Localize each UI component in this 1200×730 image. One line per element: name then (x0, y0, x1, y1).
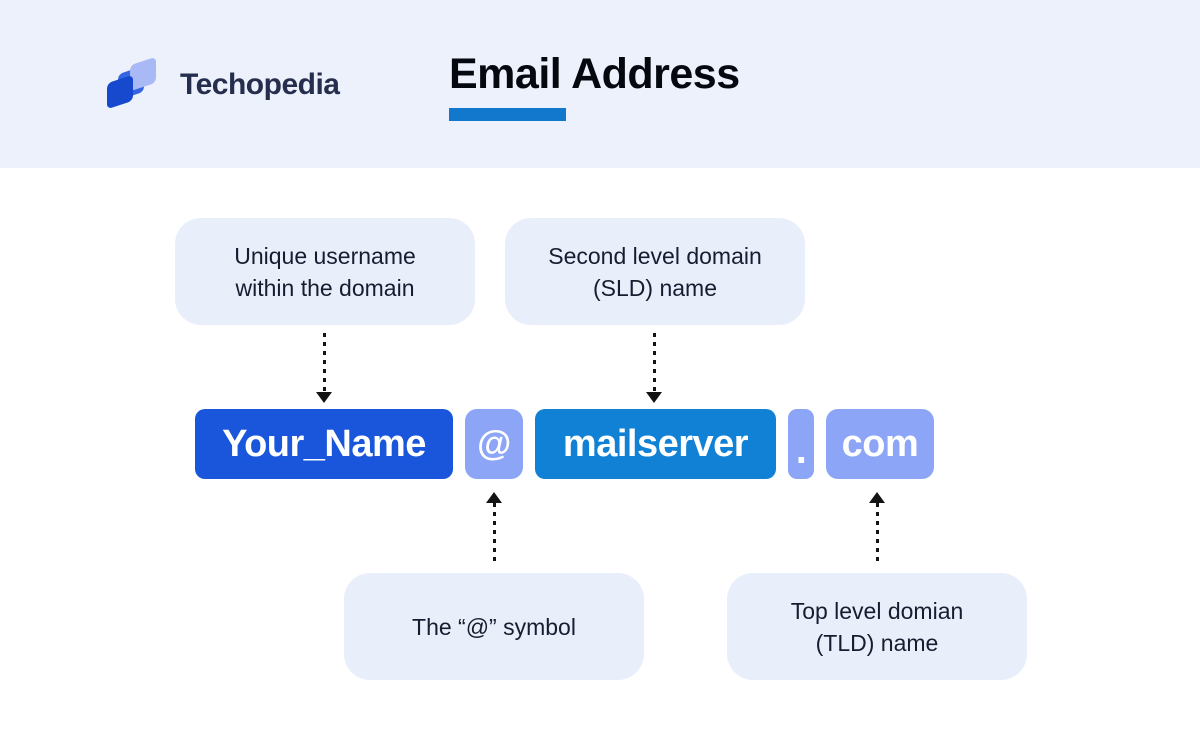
arrowhead-down-icon (646, 392, 662, 403)
segment-mailserver: mailserver (535, 409, 776, 479)
segment-at-symbol: @ (465, 409, 523, 479)
page-title: Email Address (449, 50, 740, 98)
arrow-up-to-at-symbol (486, 492, 502, 562)
title-block: Email Address (449, 50, 740, 121)
brand-logo: Techopedia (106, 56, 340, 114)
segment-tld: com (826, 409, 934, 479)
segment-dot: . (788, 409, 814, 479)
dotted-line (875, 503, 879, 562)
logo-layer-light (130, 56, 156, 92)
arrow-down-to-username (316, 333, 332, 403)
callout-top-level-domain: Top level domian (TLD) name (727, 573, 1027, 680)
title-underline (449, 108, 566, 121)
dot-glyph: . (795, 427, 807, 472)
arrow-down-to-mailserver (646, 333, 662, 403)
brand-name: Techopedia (180, 68, 340, 101)
callout-at-symbol: The “@” symbol (344, 573, 644, 680)
arrowhead-up-icon (869, 492, 885, 503)
callout-unique-username: Unique username within the domain (175, 218, 475, 325)
email-address-row: Your_Name @ mailserver . com (195, 409, 934, 479)
segment-username: Your_Name (195, 409, 453, 479)
arrowhead-down-icon (316, 392, 332, 403)
arrowhead-up-icon (486, 492, 502, 503)
arrow-up-to-com (869, 492, 885, 562)
techopedia-layers-icon (106, 56, 164, 114)
dotted-line (652, 333, 656, 392)
logo-layer-dark (107, 74, 133, 110)
dotted-line (322, 333, 326, 392)
header-band: Techopedia Email Address (0, 0, 1200, 168)
dotted-line (492, 503, 496, 562)
callout-second-level-domain: Second level domain (SLD) name (505, 218, 805, 325)
